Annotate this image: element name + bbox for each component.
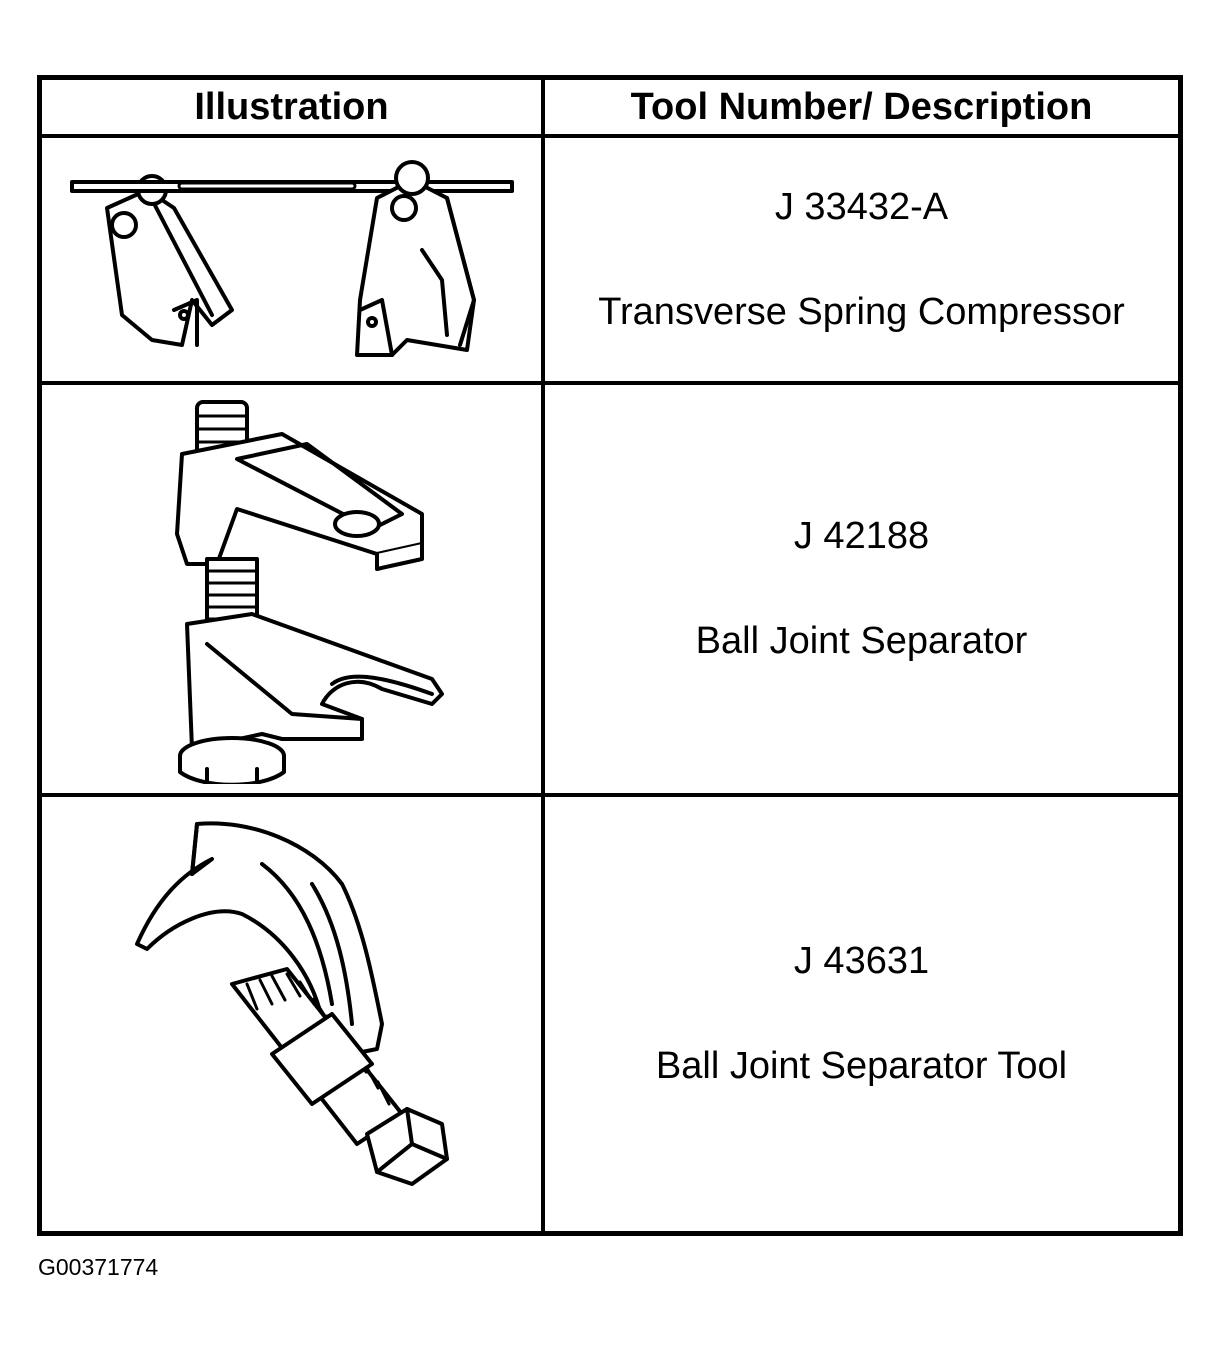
tool-number: J 33432-A xyxy=(774,185,949,228)
header-description: Tool Number/ Description xyxy=(545,80,1178,138)
tool-description: Transverse Spring Compressor xyxy=(598,290,1125,333)
ball-joint-separator-icon xyxy=(174,400,444,784)
tool-description: Ball Joint Separator xyxy=(695,620,1028,662)
ball-joint-separator-tool-icon xyxy=(134,821,449,1186)
description-cell-1: J 33432-A Transverse Spring Compressor xyxy=(545,138,1178,385)
tool-number: J 43631 xyxy=(793,940,930,982)
transverse-spring-compressor-icon xyxy=(69,159,514,357)
header-illustration: Illustration xyxy=(42,80,545,138)
illustration-cell-3 xyxy=(42,797,545,1231)
illustration-cell-2 xyxy=(42,385,545,797)
illustration-cell-1 xyxy=(42,138,545,385)
tool-table: Illustration Tool Number/ Description xyxy=(37,75,1183,1236)
tool-description: Ball Joint Separator Tool xyxy=(655,1045,1068,1087)
description-cell-3: J 43631 Ball Joint Separator Tool xyxy=(545,797,1178,1231)
figure-id: G00371774 xyxy=(38,1254,159,1280)
header-illustration-label: Illustration xyxy=(194,85,389,128)
tool-number: J 42188 xyxy=(793,515,930,557)
description-cell-2: J 42188 Ball Joint Separator xyxy=(545,385,1178,797)
header-description-label: Tool Number/ Description xyxy=(630,85,1093,128)
